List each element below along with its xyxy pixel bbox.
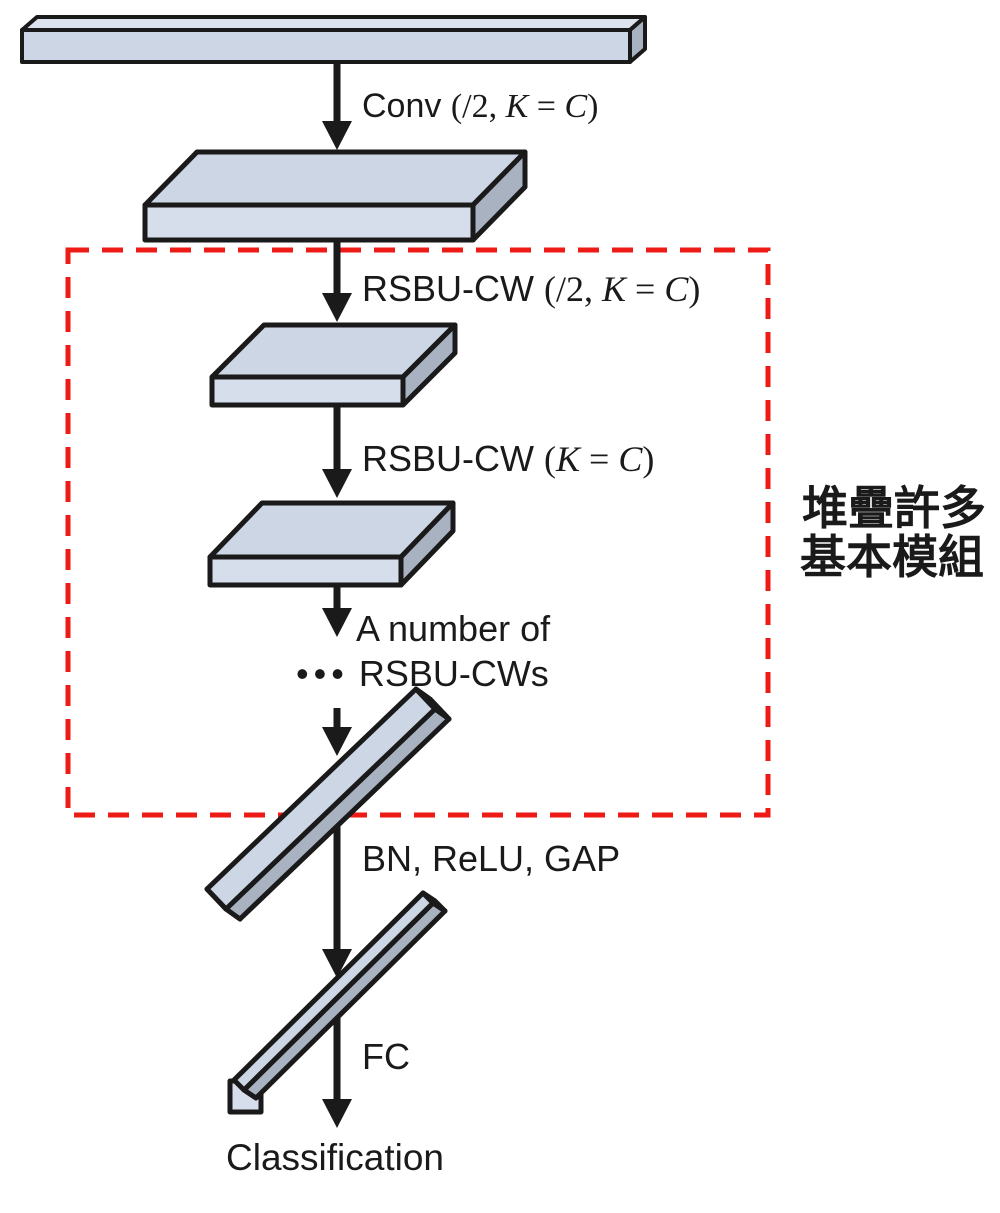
stack-arrow-head <box>322 608 352 637</box>
conv-output-slab <box>142 149 528 243</box>
rsbu-same-label: RSBU-CW (K = C) <box>362 438 654 479</box>
into-feature-bar-arrow <box>322 708 352 756</box>
rsbu-same-arrow-head <box>322 469 352 498</box>
rsbu-same-output-slab <box>207 500 456 588</box>
fc-arrow-head <box>322 1099 352 1128</box>
rsbu-down-arrow <box>322 240 352 322</box>
rsbu-down-slab-front-face <box>209 374 406 408</box>
stack-label-line1: A number of <box>356 608 551 649</box>
conv-slab-top-face <box>142 149 528 208</box>
input-layer-bar <box>20 15 647 64</box>
bn-relu-gap-arrow-head <box>322 949 352 978</box>
conv-arrow <box>322 62 352 150</box>
feature-vector-bar <box>204 686 452 922</box>
gap-bar-top-face <box>231 890 436 1093</box>
into-feature-bar-arrow-head <box>322 727 352 756</box>
rsbu-down-label: RSBU-CW (/2, K = C) <box>362 268 700 309</box>
bn-relu-gap-label: BN, ReLU, GAP <box>362 838 620 879</box>
stacked-modules-annotation: 堆疊許多 基本模組 <box>800 481 986 584</box>
rsbu-same-slab-front-face <box>207 554 404 588</box>
ellipsis-dots: ••• <box>296 653 349 694</box>
conv-arrow-head <box>322 121 352 150</box>
annotation-line2: 基本模組 <box>800 530 984 584</box>
stacked-modules-dashed-box <box>65 247 771 818</box>
input-bar-front-face <box>20 28 632 64</box>
gap-output-bar <box>227 890 448 1115</box>
stack-arrow <box>322 585 352 637</box>
rsbu-down-arrow-head <box>322 293 352 322</box>
classification-label: Classification <box>226 1137 444 1178</box>
conv-label: Conv (/2, K = C) <box>362 87 599 125</box>
stack-label-line2: ••• RSBU-CWs <box>296 653 549 694</box>
annotation-line1: 堆疊許多 <box>802 481 986 535</box>
feature-bar-top-face <box>204 686 438 912</box>
gap-bar-side-face <box>241 900 448 1101</box>
conv-slab-front-face <box>142 202 476 243</box>
rsbu-down-output-slab <box>209 322 458 408</box>
rsbu-same-arrow <box>322 405 352 498</box>
fc-label: FC <box>362 1036 410 1077</box>
